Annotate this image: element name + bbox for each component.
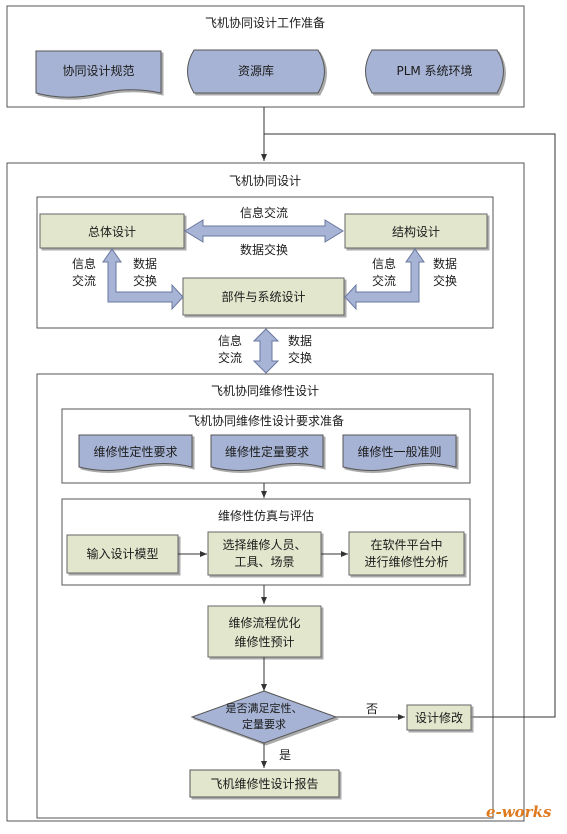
plm-environment-shape	[365, 49, 504, 94]
software-analysis-label: 在软件平台中 进行维修性分析	[364, 538, 449, 569]
report-label: 飞机维修性设计报告	[210, 777, 319, 791]
feedback-line	[264, 133, 556, 718]
qualitative-requirement-shape	[78, 434, 193, 471]
yes-label: 是	[278, 748, 291, 762]
left-data-exchange-label: 数据 交换	[132, 257, 157, 288]
sim-title: 维修性仿真与评估	[217, 509, 314, 523]
plm-environment-label: PLM 系统环境	[396, 64, 473, 78]
quantitative-requirement-label: 维修性定量要求	[224, 445, 309, 459]
req-title: 飞机协同维修性设计要求准备	[187, 414, 344, 428]
quantitative-requirement-shape	[210, 434, 324, 471]
modify-label: 设计修改	[414, 711, 463, 725]
general-component-bent-arrow	[102, 248, 184, 311]
input-model-label: 输入设计模型	[86, 547, 159, 561]
link-info-exchange-label: 信息 交流	[217, 334, 242, 365]
optimize-label: 维修流程优化 维修性预计	[228, 616, 301, 649]
collab-maint-double-arrow	[252, 328, 280, 374]
link-data-exchange-label: 数据 交换	[287, 334, 312, 365]
data-exchange-label: 数据交换	[239, 243, 288, 257]
component-design-box	[182, 277, 345, 316]
general-structural-double-arrow	[184, 219, 344, 243]
structural-component-bent-arrow	[344, 248, 425, 311]
general-design-box	[39, 213, 185, 249]
spec-document-shape	[35, 50, 162, 98]
general-design-label: 总体设计	[87, 225, 136, 239]
general-criteria-shape	[342, 434, 457, 471]
structural-design-box	[344, 213, 488, 249]
qualitative-requirement-label: 维修性定性要求	[93, 445, 178, 459]
component-design-label: 部件与系统设计	[221, 290, 306, 304]
no-label: 否	[365, 702, 378, 716]
report-document-shape	[189, 769, 340, 798]
e-works-watermark-logo: e-works	[486, 803, 552, 821]
left-info-exchange-label: 信息 交流	[71, 257, 96, 288]
prep-title: 飞机协同设计工作准备	[204, 16, 325, 30]
resource-library-shape	[187, 49, 325, 94]
right-info-exchange-label: 信息 交流	[371, 257, 396, 288]
decision-label: 是否满足定性、 定量要求	[225, 702, 303, 731]
software-analysis-box	[348, 531, 465, 576]
resource-library-label: 资源库	[237, 64, 274, 78]
collab-title: 飞机协同设计	[228, 174, 301, 188]
optimize-box	[207, 605, 322, 658]
right-data-exchange-label: 数据 交换	[432, 257, 457, 288]
modify-box	[406, 704, 472, 731]
select-resources-box	[207, 531, 322, 576]
select-resources-label: 选择维修人员、 工具、场景	[222, 538, 307, 569]
info-exchange-label: 信息交流	[239, 206, 288, 220]
general-criteria-label: 维修性一般准则	[357, 445, 442, 459]
maint-title: 飞机协同维修性设计	[210, 384, 319, 398]
structural-design-label: 结构设计	[391, 225, 440, 239]
spec-label: 协同设计规范	[62, 64, 135, 78]
